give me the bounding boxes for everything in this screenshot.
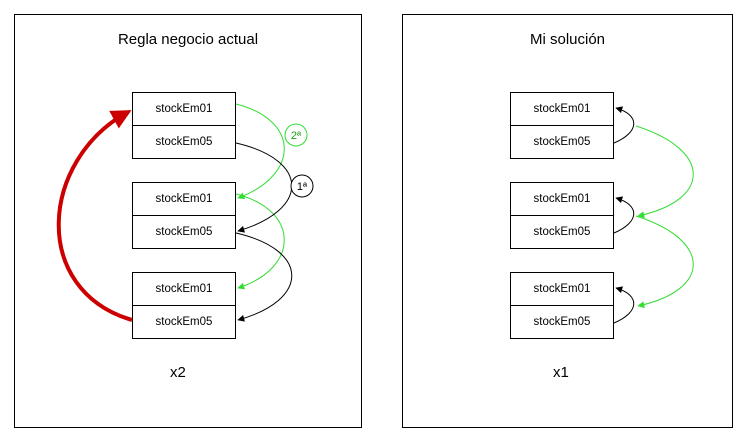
left-g2-bottom: stockEm05 <box>132 215 236 249</box>
left-g2-top: stockEm01 <box>132 182 236 216</box>
right-multiplier: x1 <box>553 364 569 381</box>
left-multiplier: x2 <box>170 364 186 381</box>
left-g1-bottom: stockEm05 <box>132 125 236 159</box>
right-g2-top: stockEm01 <box>510 182 614 216</box>
right-panel-title: Mi solución <box>529 31 606 48</box>
right-g3-bottom: stockEm05 <box>510 305 614 339</box>
left-g3-top: stockEm01 <box>132 272 236 306</box>
left-panel-title: Regla negocio actual <box>117 31 259 48</box>
right-g1-top: stockEm01 <box>510 92 614 126</box>
left-g3-bottom: stockEm05 <box>132 305 236 339</box>
right-g3-top: stockEm01 <box>510 272 614 306</box>
left-g1-top: stockEm01 <box>132 92 236 126</box>
right-g2-bottom: stockEm05 <box>510 215 614 249</box>
right-g1-bottom: stockEm05 <box>510 125 614 159</box>
